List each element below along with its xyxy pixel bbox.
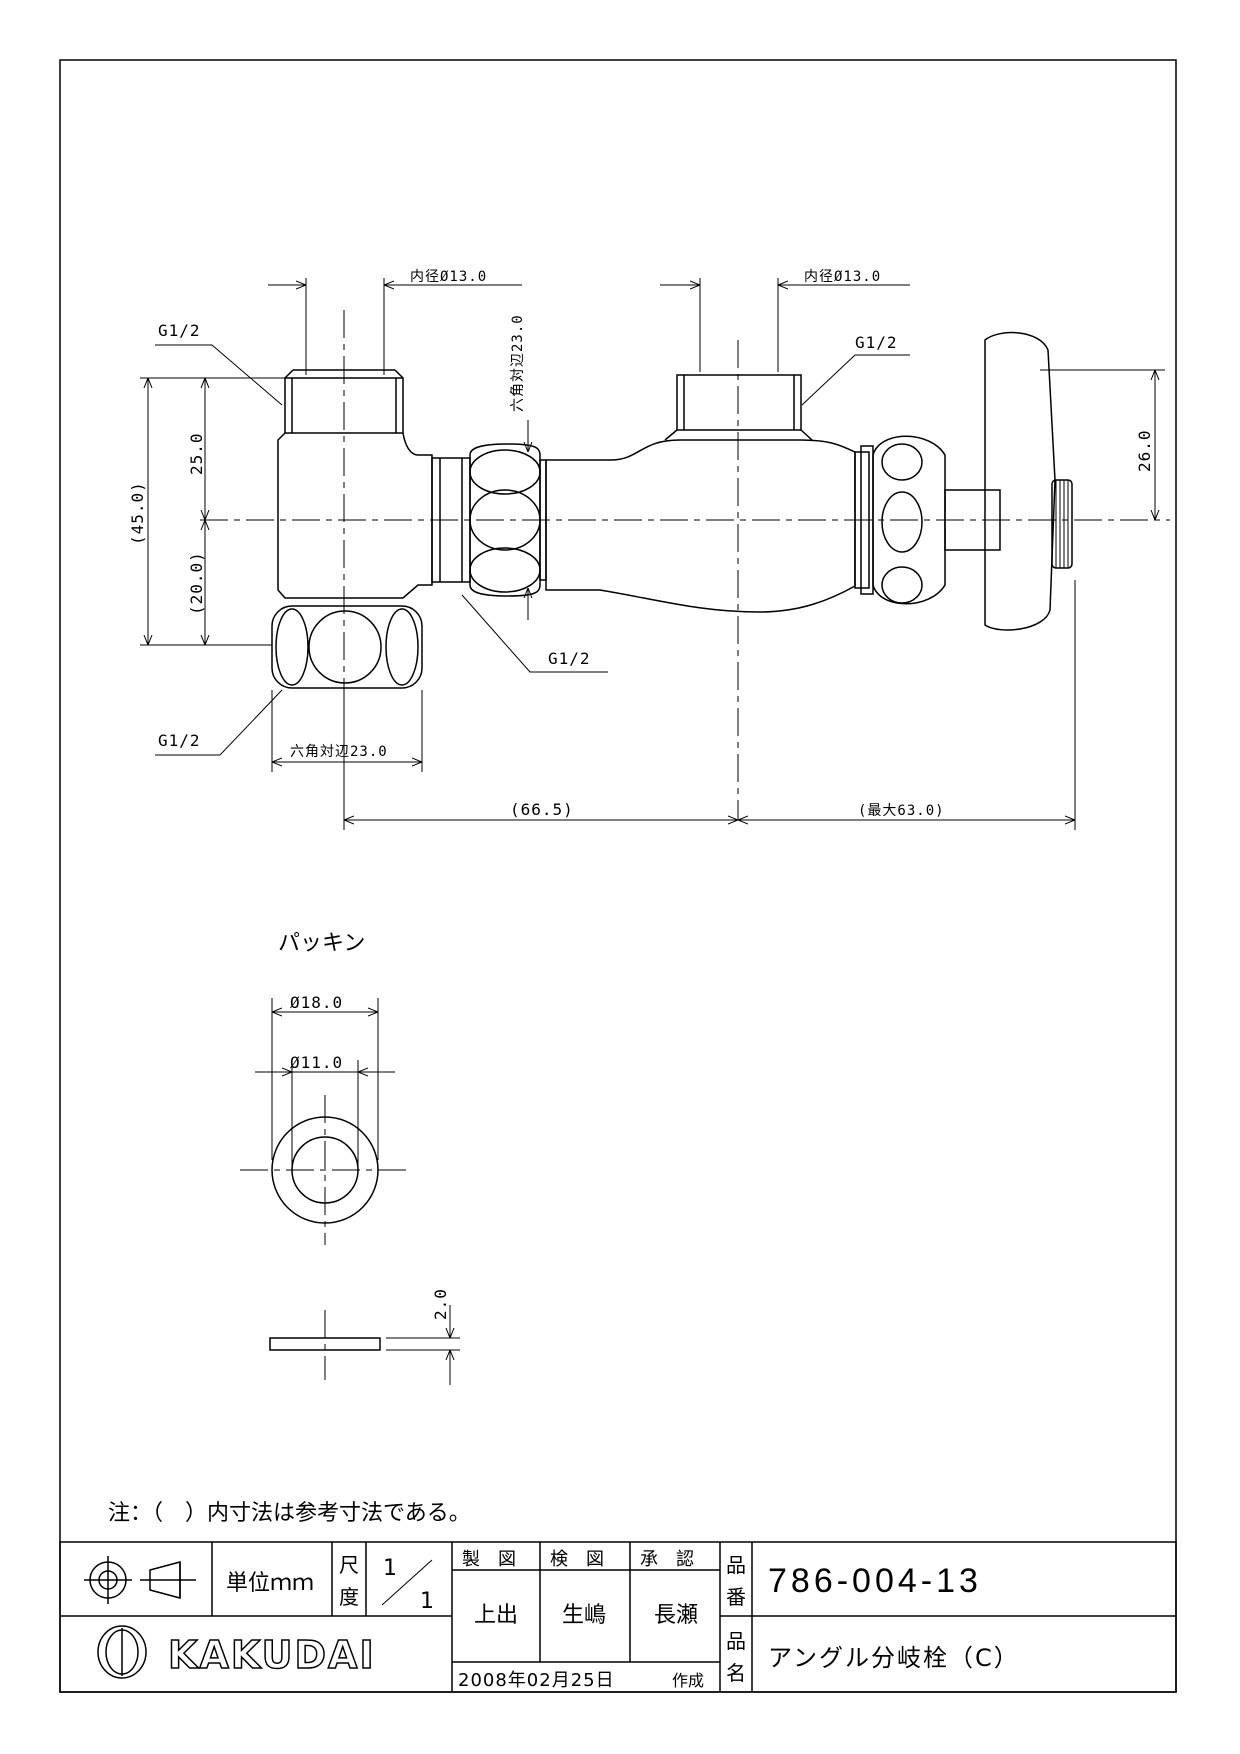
right-top-thread	[676, 374, 802, 431]
valve-drawing	[200, 310, 1170, 820]
sheet-frame	[59, 59, 1177, 1693]
packing-outer-dia: Ø18.0	[290, 993, 343, 1012]
scale-label-1: 尺	[339, 1553, 359, 1577]
hex-bottom-label: 六角対辺23.0	[290, 744, 388, 760]
stem	[944, 489, 1001, 551]
company-logo-text: KAKUDAI	[168, 1633, 376, 1677]
knurled-cap	[1051, 479, 1073, 569]
handle-knob	[872, 435, 946, 605]
title-block-lines	[59, 1541, 1177, 1693]
created-label: 作成	[672, 1671, 704, 1690]
dimension-lines	[140, 278, 1165, 830]
drawing-date: 2008年02月25日	[458, 1670, 615, 1691]
checked-by: 生嶋	[562, 1603, 606, 1628]
part-no-label-2: 番	[726, 1585, 746, 1609]
name-label-1: 品	[726, 1629, 746, 1653]
scale-label-2: 度	[339, 1585, 359, 1609]
part-number: 786-004-13	[768, 1562, 982, 1600]
packing-inner-dia: Ø11.0	[290, 1053, 343, 1072]
unit-label: 単位ｍｍ	[226, 1571, 314, 1596]
checked-header: 検 図	[550, 1549, 604, 1570]
bottom-hex-nut	[271, 605, 423, 689]
thread-mid-label: G1/2	[548, 649, 591, 668]
projection-symbol	[84, 1556, 196, 1604]
made-header: 製 図	[462, 1549, 516, 1570]
hex-vertical-label: 六角対辺23.0	[510, 314, 526, 412]
handle-plate	[984, 331, 1056, 631]
inner-dia-right-label: 内径Ø13.0	[804, 269, 881, 285]
height-45-label: (45.0)	[128, 481, 147, 545]
scale-denominator: 1	[420, 1589, 434, 1614]
left-body	[277, 432, 433, 599]
reference-note: 注：（ ）内寸法は参考寸法である。	[108, 1501, 471, 1526]
part-no-label-1: 品	[726, 1553, 746, 1577]
thread-top-left-label: G1/2	[158, 321, 201, 340]
height-20-label: (20.0)	[187, 551, 206, 615]
product-name: アングル分岐栓（C）	[768, 1644, 1020, 1672]
title-block-text: 単位ｍｍ 尺 度 1 1 製 図 検 図 承 認 上出 生嶋 長瀬 2008年0…	[226, 1549, 1020, 1691]
inner-dia-left-label: 内径Ø13.0	[410, 269, 487, 285]
left-top-thread	[284, 377, 404, 434]
dimension-texts: 内径Ø13.0 内径Ø13.0 G1/2 G1/2 G1/2 G1/2 六角対辺…	[128, 269, 1154, 819]
packing-drawing: パッキン Ø18.0 Ø11.0 2.0	[240, 931, 460, 1385]
name-label-2: 名	[726, 1661, 746, 1685]
thread-bottom-label: G1/2	[158, 731, 201, 750]
approved-by: 長瀬	[654, 1603, 698, 1628]
packing-title: パッキン	[278, 931, 365, 956]
height-26-label: 26.0	[1135, 429, 1154, 472]
right-main-body	[545, 439, 856, 613]
height-25-label: 25.0	[187, 432, 206, 475]
width-63-label: (最大63.0)	[858, 803, 945, 819]
thread-top-right-label: G1/2	[855, 333, 898, 352]
scale-numerator: 1	[383, 1556, 397, 1581]
width-66-label: (66.5)	[510, 800, 574, 819]
approved-header: 承 認	[640, 1549, 694, 1570]
made-by: 上出	[474, 1603, 518, 1628]
kakudai-logo-icon	[97, 1625, 147, 1679]
packing-thickness: 2.0	[431, 1288, 450, 1320]
